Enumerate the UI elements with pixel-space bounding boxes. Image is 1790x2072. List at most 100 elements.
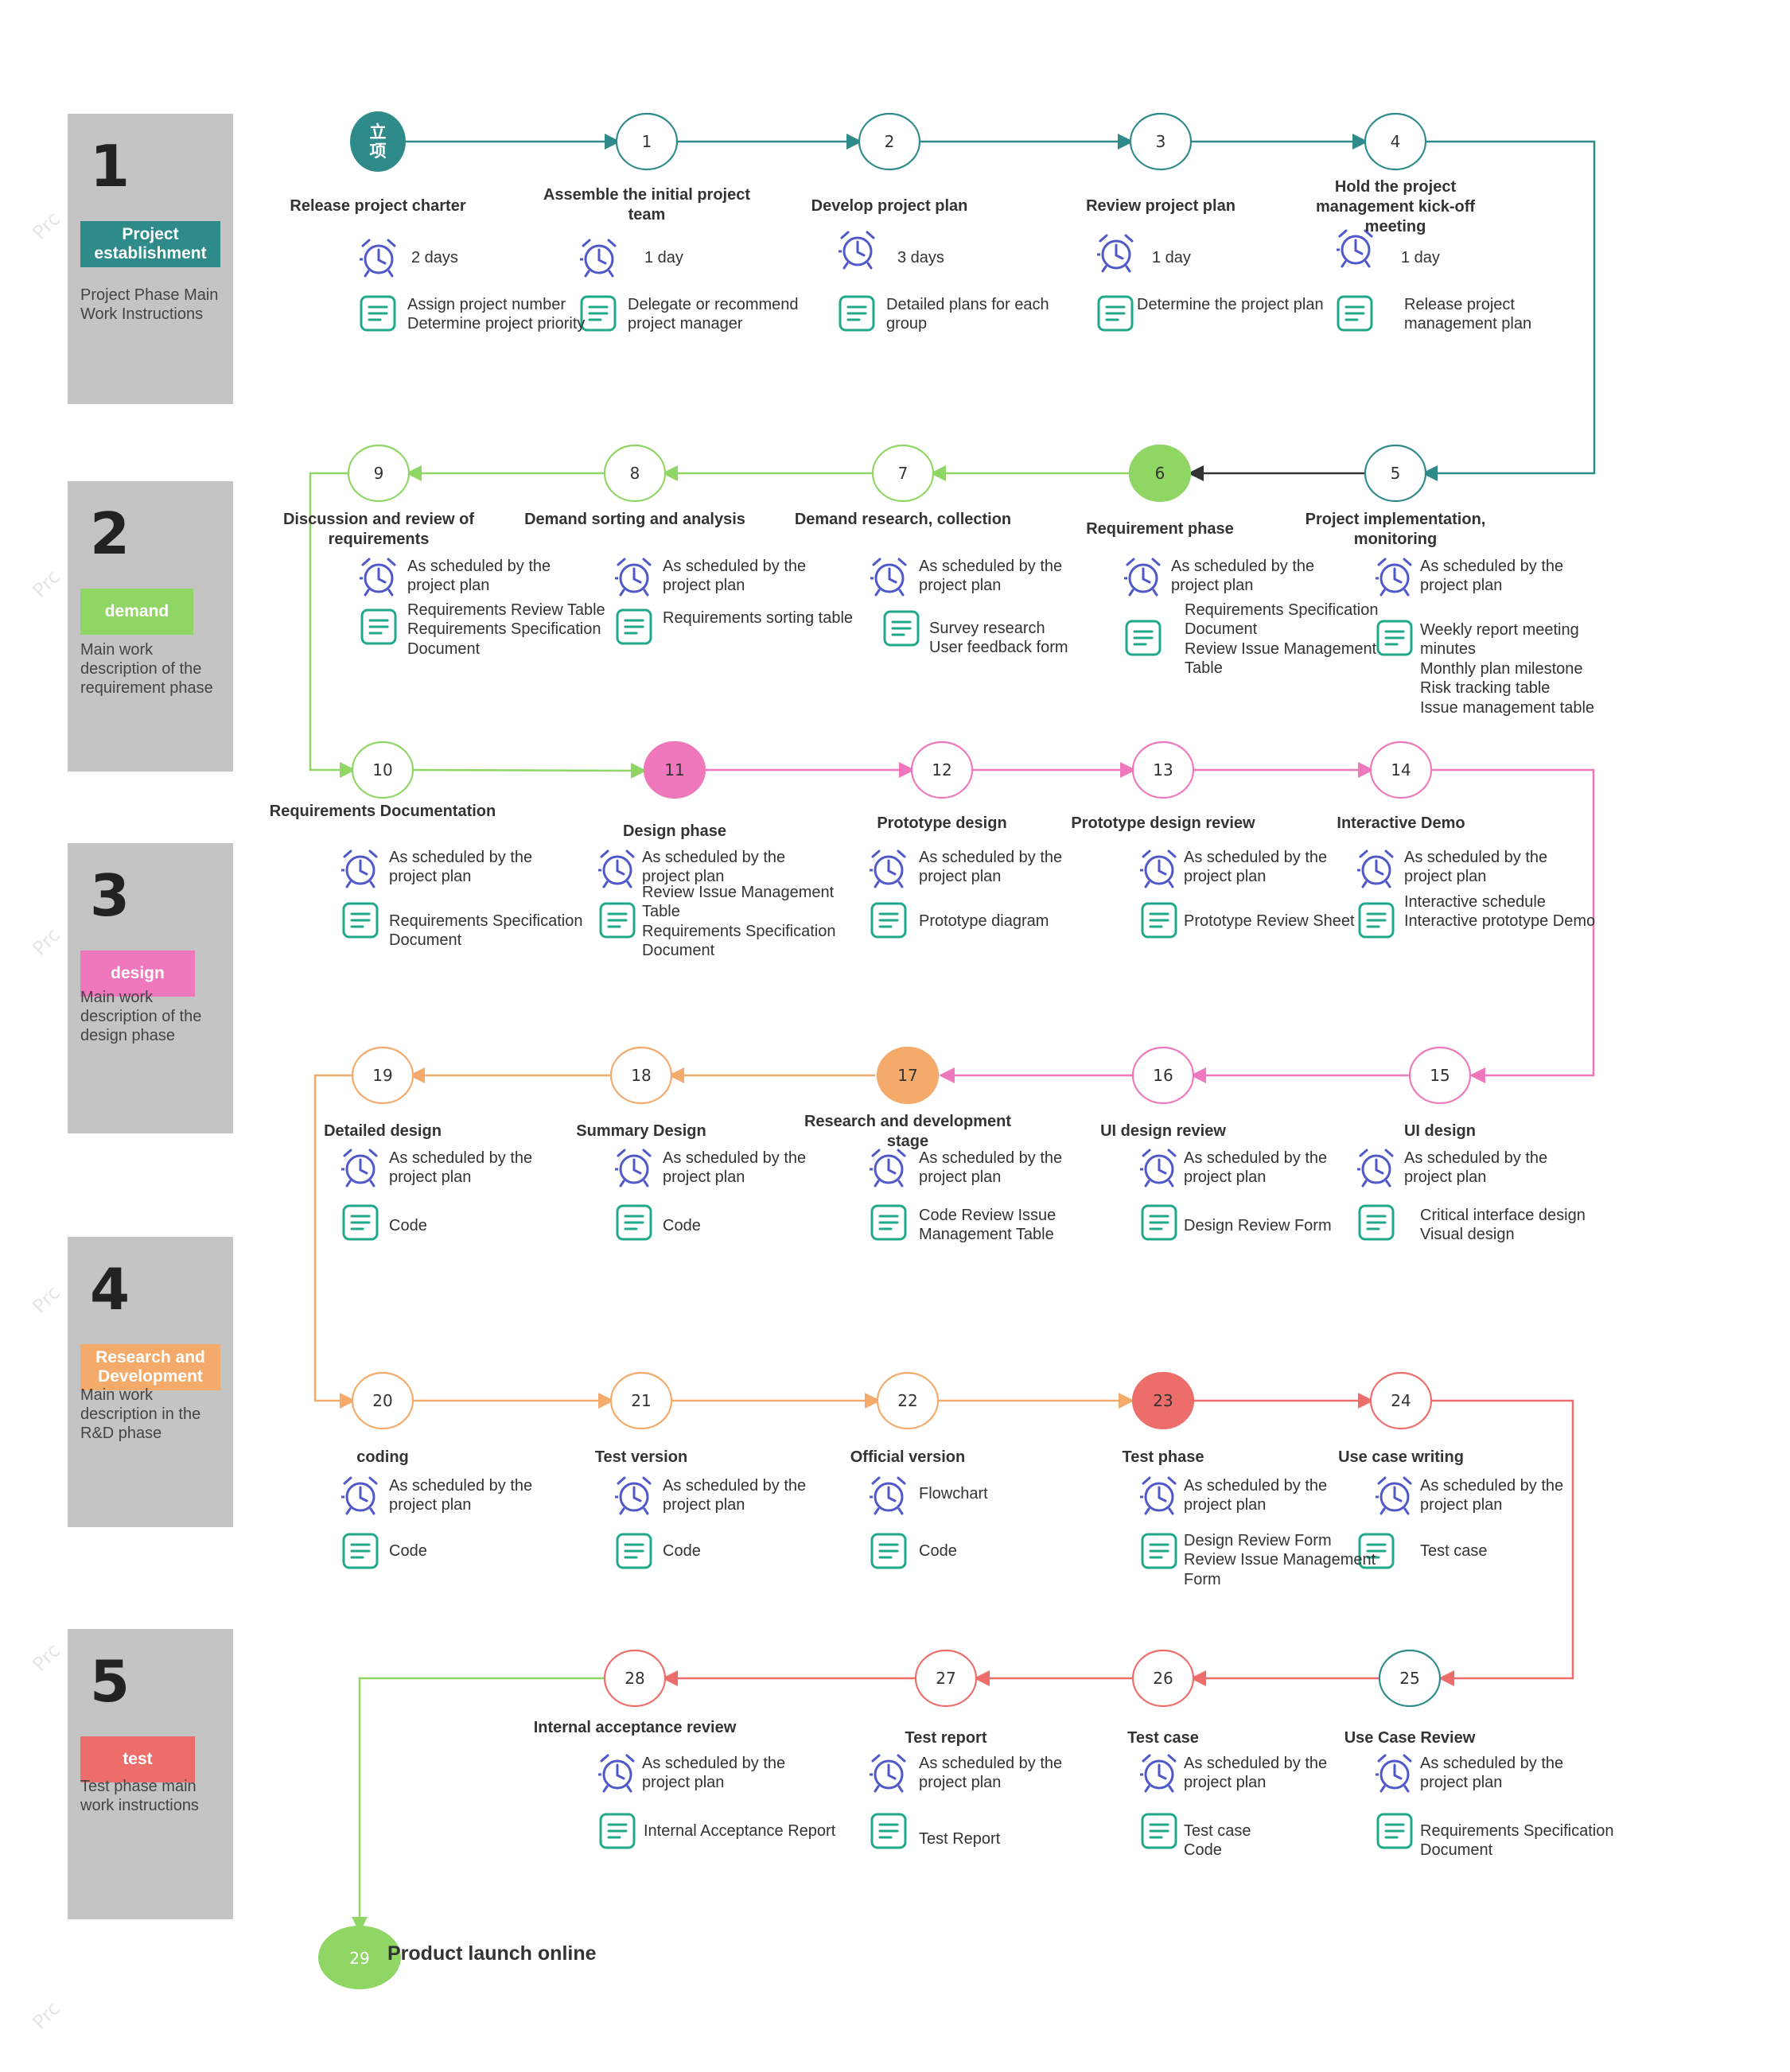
flow-node-15: 15 bbox=[1408, 1046, 1472, 1105]
flow-node-7: 7 bbox=[871, 444, 935, 503]
phase-description: Test phase main work instructions bbox=[80, 1778, 199, 1814]
node-duration: As scheduled by the project plan bbox=[1420, 1477, 1564, 1514]
clock-icon bbox=[870, 558, 907, 597]
clock-icon bbox=[580, 239, 617, 278]
node-duration: As scheduled by the project plan bbox=[919, 1149, 1063, 1187]
clock-icon bbox=[341, 849, 378, 888]
node-circle bbox=[1131, 1649, 1195, 1708]
document-icon bbox=[360, 295, 396, 332]
document-icon bbox=[1376, 1813, 1413, 1849]
node-deliverable: Requirements Specification Document Revi… bbox=[1185, 601, 1379, 678]
flow-node-5: 5 bbox=[1364, 444, 1427, 503]
node-deliverable: Prototype diagram bbox=[919, 912, 1049, 930]
node-title: Requirement phase bbox=[1086, 520, 1234, 538]
node-circle bbox=[858, 112, 921, 171]
node-circle bbox=[1369, 1371, 1433, 1430]
node-circle bbox=[351, 741, 414, 799]
node-deliverable: Code bbox=[389, 1542, 427, 1560]
node-circle bbox=[1129, 112, 1193, 171]
flow-node-23: 23 bbox=[1131, 1371, 1195, 1430]
phase-tag: test bbox=[80, 1736, 195, 1782]
node-circle bbox=[871, 444, 935, 503]
node-circle bbox=[914, 1649, 978, 1708]
node-deliverable: Code bbox=[663, 1217, 701, 1234]
flow-node-16: 16 bbox=[1131, 1046, 1195, 1105]
flow-node-19: 19 bbox=[351, 1046, 414, 1105]
node-circle bbox=[609, 1371, 673, 1430]
node-deliverable: Test Report bbox=[919, 1830, 1001, 1848]
clock-icon bbox=[615, 1149, 652, 1188]
node-title: Summary Design bbox=[576, 1122, 706, 1140]
document-icon bbox=[616, 1533, 652, 1569]
flow-node-18: 18 bbox=[609, 1046, 673, 1105]
node-deliverable: Code Review Issue Management Table bbox=[919, 1207, 1056, 1244]
node-number: 4 bbox=[1391, 132, 1401, 151]
node-deliverable: Design Review Form Review Issue Manageme… bbox=[1184, 1532, 1376, 1588]
node-duration: As scheduled by the project plan bbox=[1171, 558, 1315, 595]
node-number: 14 bbox=[1391, 760, 1411, 779]
phase-number: 1 bbox=[90, 133, 130, 200]
node-duration: 1 day bbox=[1401, 249, 1440, 266]
phase-description: Main work description of the requirement… bbox=[80, 641, 213, 697]
node-number: 13 bbox=[1153, 760, 1173, 779]
flow-node-25: 25 bbox=[1378, 1649, 1442, 1708]
node-duration: 3 days bbox=[897, 249, 944, 266]
node-duration: As scheduled by the project plan bbox=[1184, 1755, 1328, 1792]
node-number: 8 bbox=[630, 464, 640, 483]
node-title: Project implementation, monitoring bbox=[1305, 511, 1486, 548]
clock-icon bbox=[598, 1754, 635, 1793]
flow-node-9: 9 bbox=[347, 444, 411, 503]
phase-number: 4 bbox=[90, 1256, 130, 1323]
node-number: 18 bbox=[631, 1066, 651, 1085]
node-duration: 2 days bbox=[411, 249, 458, 266]
node-deliverable: Test case Code bbox=[1184, 1822, 1251, 1860]
node-duration: As scheduled by the project plan bbox=[389, 1477, 533, 1514]
node-deliverable: Requirements Specification Document bbox=[389, 912, 583, 950]
document-icon bbox=[839, 295, 875, 332]
clock-icon bbox=[1357, 849, 1394, 888]
node-circle bbox=[351, 1046, 414, 1105]
document-icon bbox=[360, 608, 397, 645]
clock-icon bbox=[615, 1476, 652, 1515]
node-circle bbox=[351, 1371, 414, 1430]
phase-box-4: 4 Research and Development Main work des… bbox=[68, 1237, 233, 1527]
node-duration: As scheduled by the project plan bbox=[389, 849, 533, 886]
node-circle bbox=[876, 1046, 940, 1105]
clock-icon bbox=[360, 239, 396, 278]
node-title: Develop project plan bbox=[811, 197, 968, 215]
clock-icon bbox=[1140, 1149, 1177, 1188]
node-duration: As scheduled by the project plan bbox=[1404, 849, 1548, 886]
node-deliverable: Code bbox=[663, 1542, 701, 1560]
document-icon bbox=[1337, 295, 1373, 332]
document-icon bbox=[883, 610, 920, 647]
node-duration: As scheduled by the project plan bbox=[919, 849, 1063, 886]
connector-arrow bbox=[313, 1074, 356, 1409]
node-number: 16 bbox=[1153, 1066, 1173, 1085]
phase-description: Main work description of the design phas… bbox=[80, 989, 202, 1044]
node-number: 20 bbox=[372, 1391, 392, 1410]
clock-icon bbox=[1376, 1476, 1412, 1515]
document-icon bbox=[616, 1204, 652, 1241]
clock-icon bbox=[870, 1754, 906, 1793]
node-duration: As scheduled by the project plan bbox=[1184, 1149, 1328, 1187]
node-deliverable: Determine the project plan bbox=[1137, 296, 1324, 313]
clock-icon bbox=[1097, 234, 1134, 273]
node-deliverable: Requirements Specification Document bbox=[1420, 1822, 1614, 1860]
flow-node-3: 3 bbox=[1129, 112, 1193, 171]
node-title: Internal acceptance review bbox=[533, 1719, 737, 1736]
document-icon bbox=[870, 1813, 907, 1849]
clock-icon bbox=[1140, 1476, 1177, 1515]
flow-node-21: 21 bbox=[609, 1371, 673, 1430]
flow-node-24: 24 bbox=[1369, 1371, 1433, 1430]
clock-icon bbox=[839, 231, 875, 270]
node-duration: As scheduled by the project plan bbox=[663, 1149, 807, 1187]
node-duration: Flowchart bbox=[919, 1485, 988, 1502]
node-number: 2 bbox=[885, 132, 895, 151]
node-duration: As scheduled by the project plan bbox=[1420, 1755, 1564, 1792]
node-duration: As scheduled by the project plan bbox=[642, 849, 786, 886]
flow-node-11: 11 bbox=[643, 741, 706, 799]
node-circle bbox=[1131, 741, 1195, 799]
clock-icon bbox=[598, 849, 635, 888]
flow-node-6: 6 bbox=[1128, 444, 1192, 503]
node-duration: As scheduled by the project plan bbox=[919, 558, 1063, 595]
